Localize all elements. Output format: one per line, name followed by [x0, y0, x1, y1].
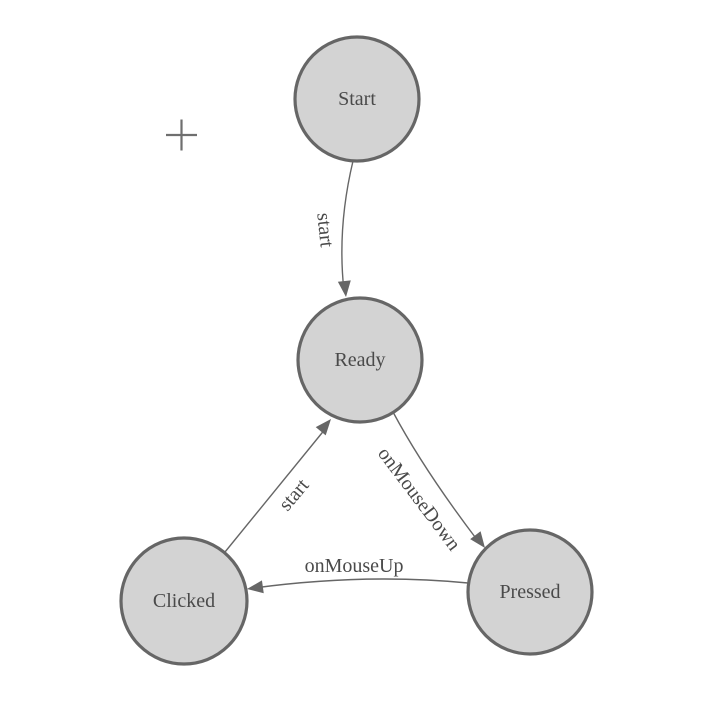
edge-line[interactable] — [253, 578, 469, 589]
state-node-clicked[interactable]: Clicked — [119, 536, 249, 666]
state-node-label-ready: Ready — [334, 349, 385, 371]
edge-label-pressed-to-clicked: onMouseUp — [305, 555, 404, 577]
edge-line[interactable] — [392, 411, 479, 542]
state-node-label-pressed: Pressed — [499, 581, 560, 603]
edge-start-to-ready[interactable]: start — [312, 160, 354, 298]
arrowhead-icon — [247, 580, 264, 594]
arrowhead-icon — [470, 531, 485, 548]
state-node-start[interactable]: Start — [293, 35, 421, 163]
state-node-circle[interactable] — [466, 528, 594, 656]
crosshair-icon — [166, 119, 197, 151]
edge-label-clicked-to-ready: start — [275, 474, 314, 515]
edge-pressed-to-clicked[interactable]: onMouseUp — [246, 555, 469, 595]
state-node-circle[interactable] — [119, 536, 249, 666]
state-node-label-clicked: Clicked — [153, 590, 215, 612]
edge-label-start-to-ready: start — [312, 212, 338, 249]
edge-clicked-to-ready[interactable]: start — [224, 415, 336, 553]
arrowhead-icon — [315, 419, 331, 436]
edge-label-ready-to-pressed: onMouseDown — [373, 443, 465, 555]
edge-line[interactable] — [224, 427, 327, 553]
edge-ready-to-pressed[interactable]: onMouseDown — [373, 411, 490, 555]
state-node-ready[interactable]: Ready — [296, 296, 424, 424]
arrowhead-icon — [337, 280, 351, 297]
state-node-label-start: Start — [338, 88, 376, 110]
state-node-circle[interactable] — [296, 296, 424, 424]
state-node-circle[interactable] — [293, 35, 421, 163]
edge-line[interactable] — [341, 160, 354, 292]
state-node-pressed[interactable]: Pressed — [466, 528, 594, 656]
